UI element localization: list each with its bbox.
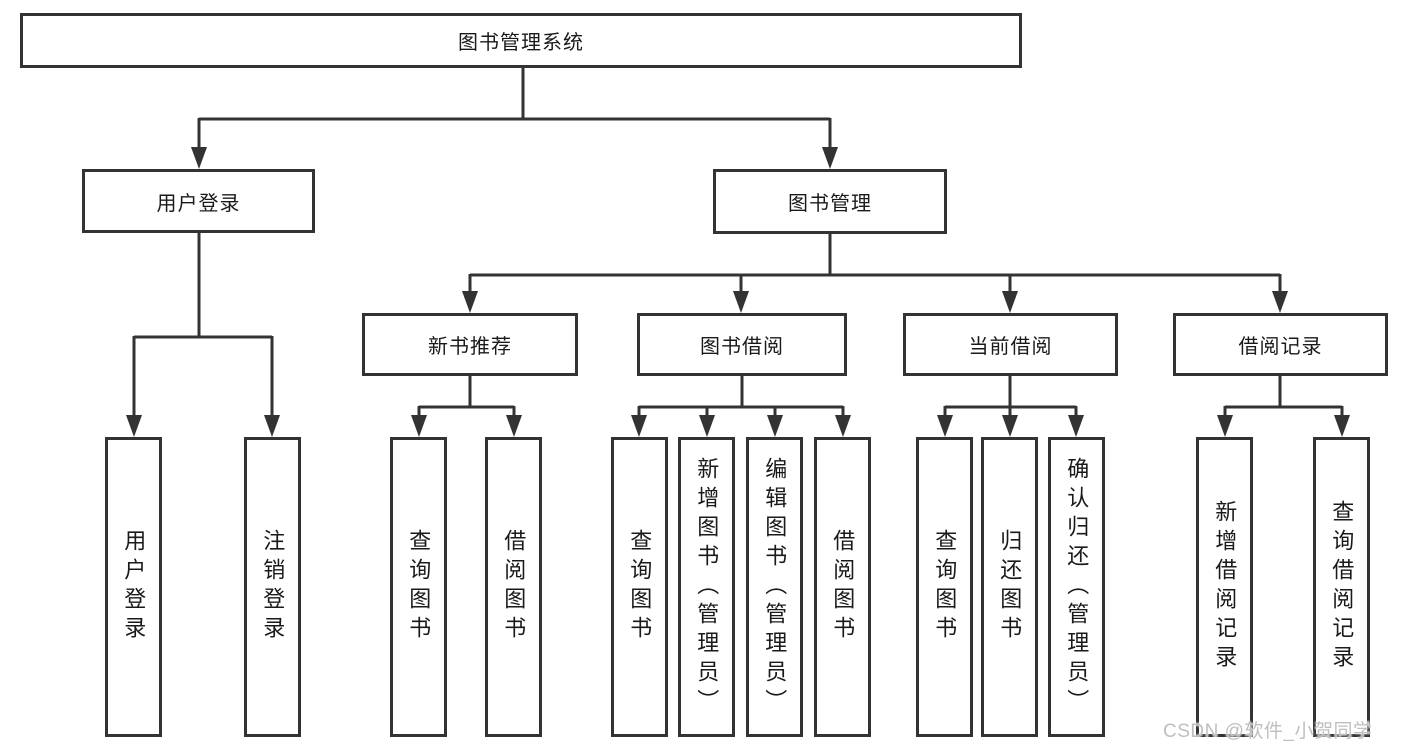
arrowhead-icon bbox=[1068, 415, 1084, 437]
node-label: 新书推荐 bbox=[428, 336, 512, 358]
node-label: 查询借阅记录 bbox=[1329, 500, 1355, 674]
arrowhead-icon bbox=[462, 291, 478, 313]
arrowhead-icon bbox=[937, 415, 953, 437]
node-leaf-add-borrow-record: 新增借阅记录 bbox=[1196, 437, 1253, 737]
arrowhead-icon bbox=[733, 291, 749, 313]
node-label: 用户登录 bbox=[121, 529, 147, 645]
node-leaf-query-borrow-record: 查询借阅记录 bbox=[1313, 437, 1370, 737]
node-label: 当前借阅 bbox=[968, 336, 1053, 358]
arrowhead-icon bbox=[126, 415, 142, 437]
node-label: 新增借阅记录 bbox=[1212, 500, 1238, 674]
node-label: 查询图书 bbox=[627, 529, 653, 645]
arrowhead-icon bbox=[1002, 291, 1018, 313]
arrowhead-icon bbox=[411, 415, 427, 437]
node-label: 查询图书 bbox=[406, 529, 432, 645]
arrowhead-icon bbox=[1002, 415, 1018, 437]
arrowhead-icons bbox=[126, 147, 1350, 437]
node-leaf-borrow-books-2: 借阅图书 bbox=[814, 437, 871, 737]
node-leaf-query-books-3: 查询图书 bbox=[916, 437, 973, 737]
node-current-borrow: 当前借阅 bbox=[903, 313, 1118, 376]
arrowhead-icon bbox=[1217, 415, 1233, 437]
node-leaf-user-login: 用户登录 bbox=[105, 437, 162, 737]
arrowhead-icon bbox=[191, 147, 207, 169]
node-leaf-edit-book-admin: 编辑图书（管理员） bbox=[746, 437, 803, 737]
node-leaf-add-book-admin: 新增图书（管理员） bbox=[678, 437, 735, 737]
node-label: 注销登录 bbox=[260, 529, 286, 645]
node-leaf-confirm-return-admin: 确认归还（管理员） bbox=[1048, 437, 1105, 737]
node-label: 图书管理系统 bbox=[458, 32, 584, 54]
node-book-management: 图书管理 bbox=[713, 169, 947, 234]
node-label: 借阅记录 bbox=[1238, 336, 1323, 358]
arrowhead-icon bbox=[835, 415, 851, 437]
node-label: 图书管理 bbox=[788, 193, 872, 215]
node-label: 借阅图书 bbox=[830, 529, 856, 645]
node-label: 查询图书 bbox=[932, 529, 958, 645]
arrowhead-icon bbox=[264, 415, 280, 437]
arrowhead-icon bbox=[506, 415, 522, 437]
arrowhead-icon bbox=[699, 415, 715, 437]
node-book-borrow: 图书借阅 bbox=[637, 313, 847, 376]
arrowhead-icon bbox=[1334, 415, 1350, 437]
arrowhead-icon bbox=[1272, 291, 1288, 313]
node-root-system: 图书管理系统 bbox=[20, 13, 1022, 68]
node-leaf-query-books-2: 查询图书 bbox=[611, 437, 668, 737]
node-label: 用户登录 bbox=[156, 192, 241, 215]
node-label: 编辑图书（管理员） bbox=[762, 456, 788, 718]
node-new-book-recommend: 新书推荐 bbox=[362, 313, 578, 376]
node-label: 确认归还（管理员） bbox=[1064, 456, 1090, 718]
node-leaf-query-books: 查询图书 bbox=[390, 437, 447, 737]
node-user-login: 用户登录 bbox=[82, 169, 315, 233]
node-label: 归还图书 bbox=[997, 529, 1023, 645]
node-label: 借阅图书 bbox=[501, 529, 527, 645]
node-borrow-records: 借阅记录 bbox=[1173, 313, 1388, 376]
arrowhead-icon bbox=[767, 415, 783, 437]
node-label: 新增图书（管理员） bbox=[694, 456, 720, 718]
node-leaf-logout: 注销登录 bbox=[244, 437, 301, 737]
watermark-text: CSDN @软件_小贺同学 bbox=[1163, 721, 1373, 742]
arrowhead-icon bbox=[631, 415, 647, 437]
node-leaf-return-books: 归还图书 bbox=[981, 437, 1038, 737]
node-label: 图书借阅 bbox=[700, 336, 784, 358]
node-leaf-borrow-books: 借阅图书 bbox=[485, 437, 542, 737]
arrowhead-icon bbox=[822, 147, 838, 169]
